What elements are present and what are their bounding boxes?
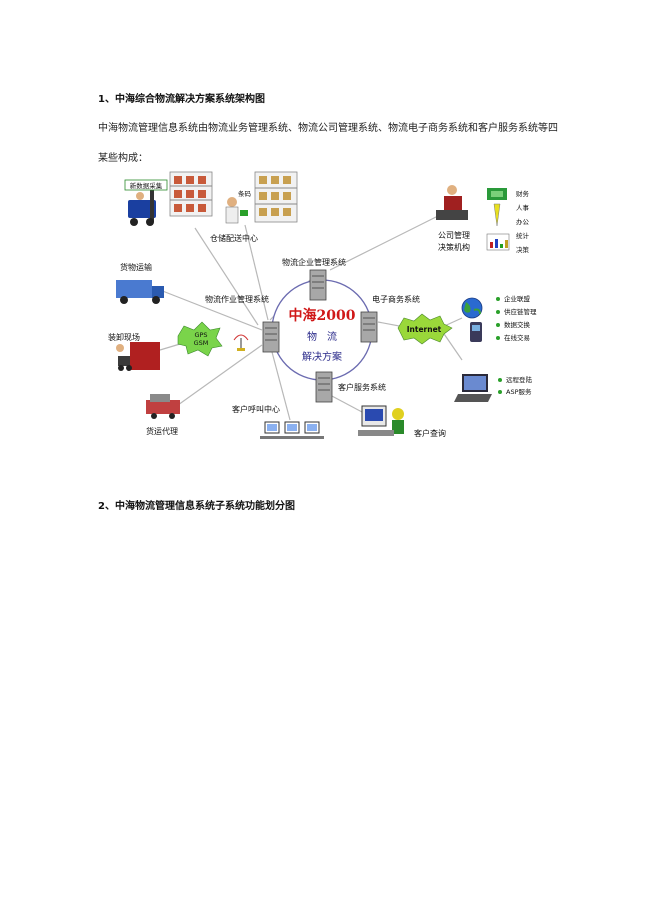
company-mgmt-label-line1: 公司管理	[438, 230, 470, 240]
gps-label: GPS	[194, 331, 207, 339]
section1-paragraph-line1: 中海物流管理信息系统由物流业务管理系统、物流公司管理系统、物流电子商务系统和客户…	[98, 123, 558, 134]
stats-label: 统计	[516, 231, 530, 240]
finance-label: 财务	[516, 189, 530, 198]
supply-chain-label: 供应链管理	[504, 307, 537, 316]
ecommerce-label: 电子商务系统	[372, 294, 420, 304]
office-label: 办公	[516, 217, 530, 226]
decision-label: 决策	[516, 245, 530, 254]
section1-heading: 1、中海综合物流解决方案系统架构图	[98, 94, 265, 105]
gsm-label: GSM	[194, 339, 209, 347]
data-exchange-label: 数据交换	[504, 320, 531, 329]
enterprise-mgmt-label: 物流企业管理系统	[282, 257, 346, 267]
laptop-icon	[454, 374, 492, 402]
section1-paragraph-line2: 某些构成：	[98, 153, 148, 164]
section2-heading: 2、中海物流管理信息系统子系统功能划分图	[98, 501, 295, 512]
loading-site-icon	[116, 342, 160, 371]
server-icon-customer-service	[315, 371, 333, 403]
warehouse-label: 仓储配送中心	[210, 233, 258, 243]
center-line1-text: 物 流	[307, 330, 337, 343]
barcode-worker-icon	[225, 197, 248, 224]
manager-at-desk-icon	[436, 185, 468, 220]
warehouse-shelves-icon	[169, 171, 298, 223]
customer-query-label: 客户查询	[414, 428, 446, 438]
pen-icon	[493, 203, 501, 227]
center-brand-text: 中海2000	[289, 307, 356, 324]
hr-label: 人事	[516, 203, 530, 212]
globe-icon	[461, 297, 483, 319]
bar-chart-icon	[486, 233, 510, 251]
handheld-device-icon	[470, 322, 482, 342]
truck-icon	[116, 280, 164, 304]
freight-agent-icon	[146, 394, 180, 419]
customer-query-icon	[358, 405, 404, 436]
remote-login-label: 远程登陆	[506, 375, 533, 384]
server-icon-ecommerce	[360, 311, 378, 343]
internet-burst	[397, 313, 453, 345]
forklift-icon	[128, 188, 156, 226]
online-trade-label: 在线交易	[504, 333, 530, 342]
call-center-terminals-icon	[260, 421, 324, 439]
server-icon-operations	[262, 321, 280, 353]
money-icon	[487, 188, 507, 200]
company-mgmt-label-line2: 决策机构	[438, 242, 470, 252]
antenna-icon	[233, 334, 249, 351]
barcode-label: 条码	[238, 189, 252, 198]
operations-label: 物流作业管理系统	[205, 294, 269, 304]
freight-label: 货物运输	[120, 262, 152, 272]
new-data-collection-label: 新数据采集	[130, 181, 163, 190]
gps-gsm-burst	[177, 321, 223, 357]
center-line2-text: 解决方案	[302, 350, 342, 363]
customer-service-label: 客户服务系统	[338, 382, 386, 392]
server-icon-enterprise	[309, 269, 327, 301]
new-data-collection-badge	[124, 179, 168, 191]
call-center-label: 客户呼叫中心	[232, 404, 280, 414]
asp-service-label: ASP服务	[506, 387, 532, 396]
freight-agent-label: 货运代理	[146, 426, 178, 436]
loading-site-label: 装卸现场	[108, 332, 140, 342]
internet-label: Internet	[407, 325, 442, 334]
alliance-label: 企业联盟	[504, 294, 531, 303]
